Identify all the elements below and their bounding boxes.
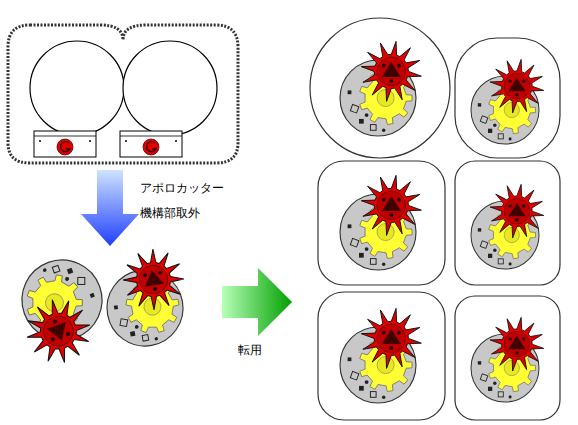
machine-housing <box>310 18 560 420</box>
cutter-head <box>340 175 421 270</box>
cutter-head <box>340 308 421 403</box>
cutter-head <box>5 249 120 372</box>
drive-box <box>120 131 182 157</box>
drive-box <box>34 131 96 157</box>
arrow-label: アポロカッター <box>140 181 224 195</box>
cutter-head <box>471 184 544 269</box>
twin-housing <box>8 25 238 163</box>
arrow-label: 機構部取外 <box>140 206 200 220</box>
down-arrow <box>81 170 139 246</box>
cutter-head <box>471 59 544 144</box>
cutter-head <box>471 317 544 402</box>
arrow-label: 転用 <box>238 343 262 357</box>
right-arrow <box>222 268 292 336</box>
cutter-head <box>340 41 421 136</box>
cutter-head <box>98 245 195 352</box>
